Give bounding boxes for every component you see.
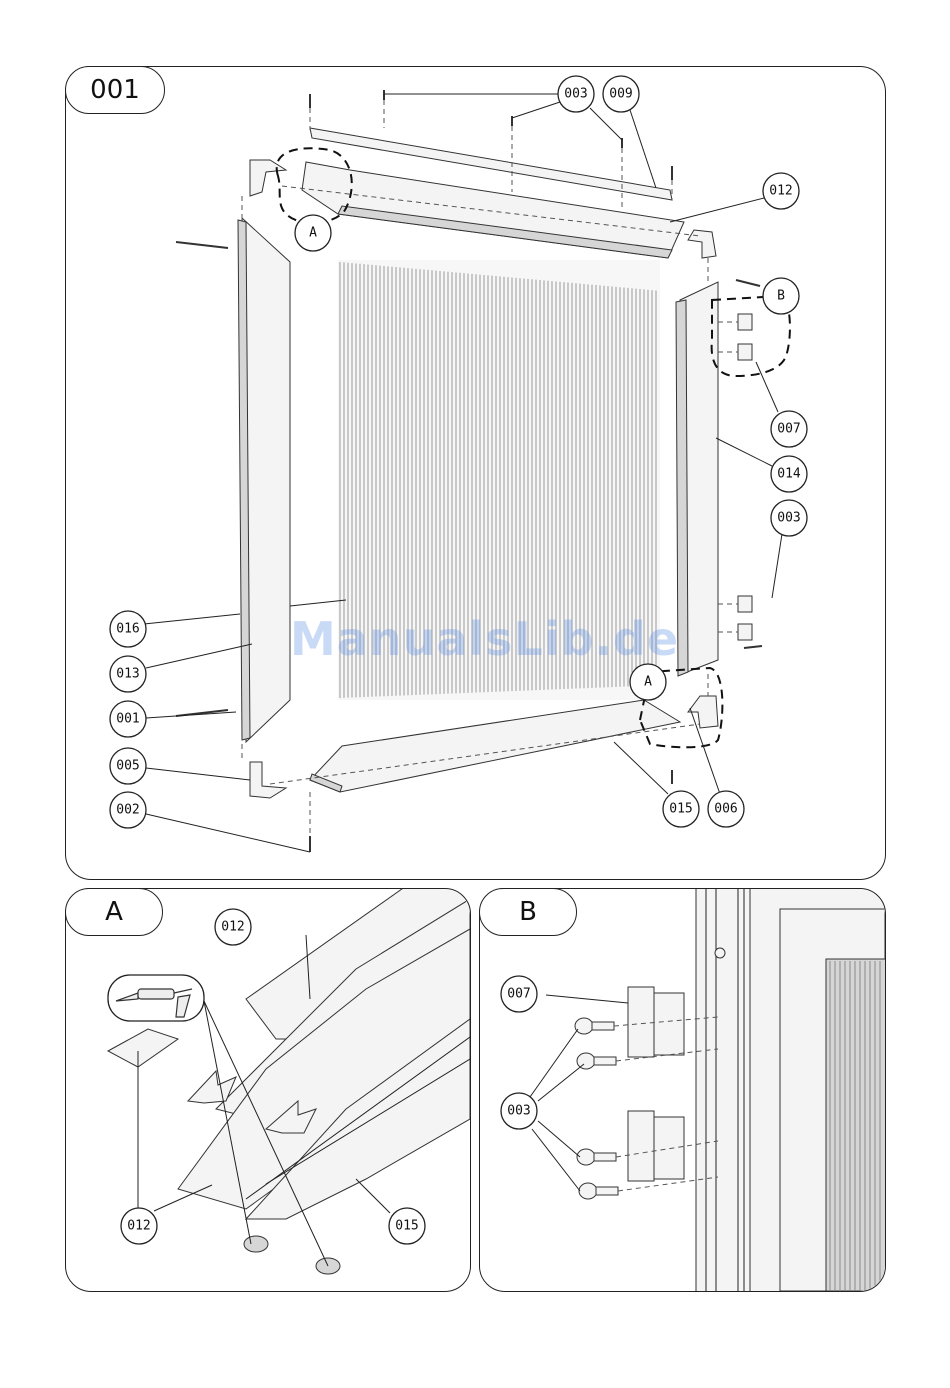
- callout-009: 009: [603, 76, 639, 112]
- svg-text:006: 006: [714, 802, 737, 817]
- svg-text:002: 002: [116, 803, 139, 818]
- callout-016: 016: [110, 611, 146, 647]
- right-profile: [676, 282, 718, 676]
- callout-012-a-bottom: 012: [121, 1208, 157, 1244]
- left-profile: [238, 218, 290, 742]
- svg-text:003: 003: [507, 1104, 530, 1119]
- svg-text:007: 007: [507, 987, 530, 1002]
- svg-text:B: B: [777, 289, 785, 304]
- svg-text:003: 003: [777, 511, 800, 526]
- callout-015-main: 015: [663, 791, 699, 827]
- callout-003-right: 003: [771, 500, 807, 536]
- callout-007-main: 007: [771, 411, 807, 447]
- svg-text:015: 015: [395, 1219, 418, 1234]
- svg-text:001: 001: [116, 712, 139, 727]
- callout-002: 002: [110, 792, 146, 828]
- svg-text:005: 005: [116, 759, 139, 774]
- callout-007-b: 007: [501, 976, 537, 1012]
- detail-b-panel: B: [479, 888, 886, 1292]
- watermark: ManualsLib.de: [290, 612, 679, 666]
- hinge-lower: [628, 1111, 684, 1181]
- callout-006: 006: [708, 791, 744, 827]
- callout-001: 001: [110, 701, 146, 737]
- top-rail: [302, 128, 684, 258]
- callout-005: 005: [110, 748, 146, 784]
- svg-text:016: 016: [116, 622, 139, 637]
- bottom-rail: [310, 700, 680, 792]
- svg-text:003: 003: [564, 87, 587, 102]
- svg-text:013: 013: [116, 667, 139, 682]
- svg-text:007: 007: [777, 422, 800, 437]
- callout-a-bottom: A: [630, 664, 666, 700]
- glue-dot-left: [244, 1236, 268, 1252]
- corner-connector-piece: [108, 1029, 178, 1067]
- svg-text:014: 014: [777, 467, 801, 482]
- svg-text:009: 009: [609, 87, 632, 102]
- callout-012-main: 012: [763, 173, 799, 209]
- callout-014: 014: [771, 456, 807, 492]
- svg-text:012: 012: [769, 184, 792, 199]
- svg-text:A: A: [309, 226, 317, 241]
- callout-003-top: 003: [558, 76, 594, 112]
- hinge-upper: [628, 987, 684, 1057]
- callout-013: 013: [110, 656, 146, 692]
- detail-a-panel: A: [65, 888, 471, 1292]
- detail-a-drawing: 012 012 015: [66, 889, 470, 1291]
- detail-b-drawing: 007 003: [480, 889, 885, 1291]
- callout-b: B: [763, 278, 799, 314]
- frame-screw-head: [715, 948, 725, 958]
- callout-003-b: 003: [501, 1093, 537, 1129]
- svg-text:015: 015: [669, 802, 692, 817]
- callout-015-a: 015: [389, 1208, 425, 1244]
- svg-text:A: A: [644, 675, 652, 690]
- svg-text:012: 012: [221, 920, 244, 935]
- callout-012-a-top: 012: [215, 909, 251, 945]
- svg-text:012: 012: [127, 1219, 150, 1234]
- hinges: [738, 314, 752, 640]
- callout-a-top: A: [295, 215, 331, 251]
- callouts-b: 007 003: [501, 976, 537, 1129]
- hinge-screws: [575, 1018, 618, 1199]
